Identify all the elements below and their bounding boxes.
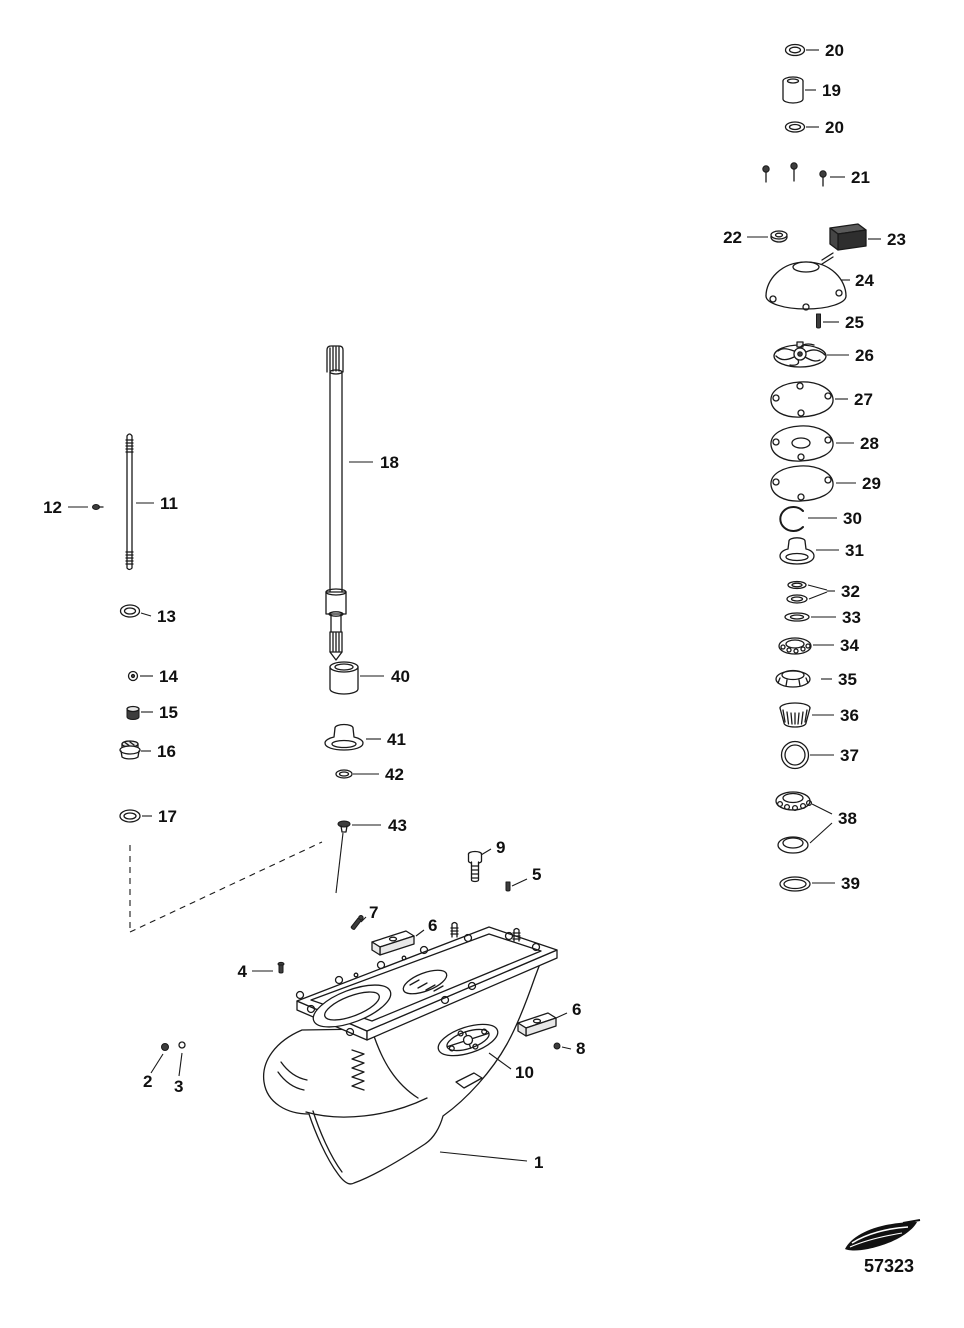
callout-24: 24	[855, 271, 874, 290]
part-anode-block-23	[830, 224, 866, 250]
part-shift-shaft-11	[126, 434, 133, 570]
part-nut-22	[771, 231, 787, 242]
callout-2: 2	[143, 1072, 152, 1091]
part-gasket-27	[771, 382, 833, 417]
callout-31: 31	[845, 541, 864, 560]
part-washer-33	[785, 613, 809, 621]
callout-4: 4	[238, 962, 248, 981]
part-bushing-16	[120, 741, 140, 759]
part-bolt-9	[469, 852, 482, 882]
flange-stud	[451, 923, 458, 938]
part-gasket-29	[771, 466, 833, 501]
callout-14: 14	[159, 667, 178, 686]
part-screw-2	[162, 1044, 169, 1051]
callout-36: 36	[840, 706, 859, 725]
part-snap-ring-30	[780, 507, 803, 531]
part-driveshaft-18	[326, 346, 346, 660]
part-tapered-bearing-36	[780, 703, 810, 727]
part-oil-seal-carrier-31	[780, 538, 814, 564]
callout-22: 22	[723, 228, 742, 247]
callout-33: 33	[842, 608, 861, 627]
part-oring-42	[336, 770, 352, 778]
part-oring-13	[121, 605, 140, 617]
part-bushing-15	[127, 707, 139, 720]
callout-5: 5	[532, 865, 541, 884]
part-plug-43	[338, 821, 350, 832]
part-anode-bar-6a	[372, 931, 414, 955]
part-oring-17	[120, 810, 140, 822]
part-water-pump-housing-24	[766, 253, 846, 310]
callout-8: 8	[576, 1039, 585, 1058]
callout-30: 30	[843, 509, 862, 528]
callout-9: 9	[496, 838, 505, 857]
part-anode-bar-6b	[518, 1013, 556, 1036]
part-bushing-40	[330, 662, 358, 694]
callout-42: 42	[385, 765, 404, 784]
drawing-number: 57323	[864, 1256, 914, 1276]
callout-11: 11	[160, 494, 178, 513]
callout-37: 37	[840, 746, 859, 765]
part-bearing-cover-plate	[435, 1018, 502, 1062]
part-bearing-cup-35	[776, 671, 810, 688]
callout-23: 23	[887, 230, 906, 249]
callout-15: 15	[159, 703, 178, 722]
callout-18: 18	[380, 453, 399, 472]
callout-40: 40	[391, 667, 410, 686]
callout-16: 16	[157, 742, 176, 761]
callout-25: 25	[845, 313, 864, 332]
callout-3: 3	[174, 1077, 183, 1096]
part-seal-20-lower	[786, 122, 805, 132]
callout-21: 21	[851, 168, 870, 187]
part-washer-3	[179, 1042, 185, 1048]
callout-6b: 6	[572, 1000, 581, 1019]
part-oring-37	[782, 742, 809, 769]
callout-34: 34	[840, 636, 859, 655]
callout-1: 1	[534, 1153, 543, 1172]
part-screw-12	[93, 505, 104, 510]
callout-38: 38	[838, 809, 857, 828]
part-shims-32	[787, 582, 807, 604]
callout-10: 10	[515, 1063, 534, 1082]
part-screws-21	[763, 163, 826, 186]
callout-28: 28	[860, 434, 879, 453]
part-face-plate-28	[771, 426, 833, 461]
callout-41: 41	[387, 730, 406, 749]
part-pin-4	[278, 962, 284, 973]
callout-20-upper: 20	[825, 41, 844, 60]
callout-35: 35	[838, 670, 857, 689]
mercury-logo	[845, 1220, 920, 1251]
callout-labels: 20 19 20 21 22 23 24 25 26 27 28 29 30 3…	[43, 41, 906, 1172]
callout-27: 27	[854, 390, 873, 409]
callout-6a: 6	[428, 916, 437, 935]
callout-17: 17	[158, 807, 177, 826]
part-pin-25	[817, 314, 821, 328]
callout-leader-lines	[68, 50, 881, 1161]
callout-29: 29	[862, 474, 881, 493]
part-seal-carrier-41	[325, 725, 363, 751]
callout-20-lower: 20	[825, 118, 844, 137]
assembly-reference-lines	[130, 833, 343, 932]
part-pin-7	[351, 915, 364, 930]
part-seal-20-upper	[786, 45, 805, 56]
callout-13: 13	[157, 607, 176, 626]
callout-43: 43	[388, 816, 407, 835]
callout-7: 7	[369, 903, 378, 922]
part-nut-14	[129, 672, 138, 681]
part-pin-5	[506, 882, 510, 891]
callout-12: 12	[43, 498, 62, 517]
part-screw-8	[554, 1043, 560, 1049]
callout-19: 19	[822, 81, 841, 100]
part-thrust-bearing-34	[779, 638, 811, 654]
part-impeller-26	[774, 342, 826, 367]
part-oring-39	[780, 877, 810, 891]
callout-26: 26	[855, 346, 874, 365]
flange-stud	[513, 929, 520, 942]
callout-32: 32	[841, 582, 860, 601]
part-bushing-19	[783, 77, 803, 103]
part-bearing-race-38	[778, 837, 808, 853]
part-gear-housing	[264, 923, 557, 1184]
callout-39: 39	[841, 874, 860, 893]
part-roller-bearing-38	[776, 792, 811, 810]
